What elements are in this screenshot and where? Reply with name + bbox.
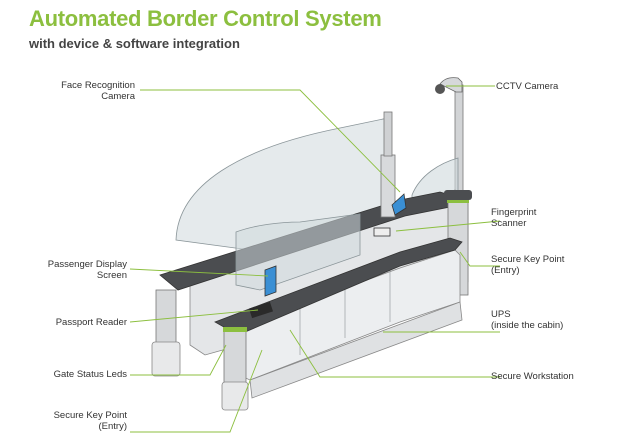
label-secure-workstation: Secure Workstation (491, 371, 574, 382)
label-secure-key-point-right: Secure Key Point (Entry) (491, 254, 565, 276)
page-subtitle: with device & software integration (29, 36, 240, 51)
left-rear-pillar (151, 289, 181, 377)
rear-pillar (380, 111, 396, 218)
label-passenger-display: Passenger Display Screen (47, 259, 127, 281)
label-face-recognition-camera: Face Recognition Camera (61, 80, 135, 102)
base-plinth (249, 301, 463, 399)
fingerprint-scanner-icon (373, 227, 391, 237)
front-top-rail (214, 237, 463, 336)
label-gate-status-leds: Gate Status Leds (53, 369, 127, 380)
label-secure-key-point-left: Secure Key Point (Entry) (53, 410, 127, 432)
page-title: Automated Border Control System (29, 6, 382, 31)
passport-reader-icon (248, 301, 274, 319)
label-cctv-camera: CCTV Camera (496, 81, 559, 92)
passenger-display-icon (264, 265, 277, 297)
label-passport-reader: Passport Reader (55, 317, 127, 328)
face-camera-icon (391, 193, 407, 216)
left-front-pillar (221, 327, 249, 411)
leader-lines (129, 85, 501, 433)
label-ups: UPS (inside the cabin) (491, 309, 564, 331)
label-fingerprint-scanner: Fingerprint Scanner (491, 207, 537, 229)
